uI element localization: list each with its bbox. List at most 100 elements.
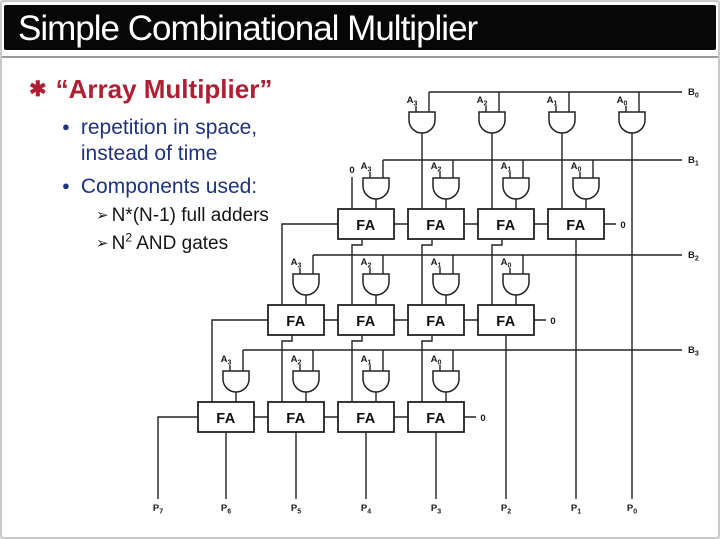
fa-label: FA xyxy=(426,218,446,234)
and-gate xyxy=(618,111,646,134)
subbullet-text: N*(N-1) full adders xyxy=(111,205,269,226)
subbullet-text-pre: N xyxy=(111,233,126,255)
subbullet-full-adders: ➢N*(N-1) full adders xyxy=(96,205,269,227)
a-input-label: A3 xyxy=(221,354,232,367)
fa-cell: FA xyxy=(337,401,395,433)
zero-label: 0 xyxy=(480,413,485,424)
a-input-label: A2 xyxy=(431,161,442,174)
row1-wires xyxy=(415,91,682,499)
bullet-text: repetition in space, instead of time xyxy=(81,115,257,167)
p-output-label: P5 xyxy=(291,503,301,516)
fa-cell: FA xyxy=(407,401,465,433)
p-output-label: P2 xyxy=(501,503,511,516)
b-input-label: B3 xyxy=(688,345,699,358)
fa-label: FA xyxy=(566,218,586,234)
zero-label: 0 xyxy=(349,165,354,176)
fa-cell: FA xyxy=(267,401,325,433)
p-labels: P7 P6 P5 P4 P3 P2 P1 P0 xyxy=(153,503,637,516)
bullet-text: Components used: xyxy=(80,175,258,198)
circle-bullet-icon: ● xyxy=(62,119,70,134)
subbullet-text-post: AND gates xyxy=(132,233,229,255)
a-input-label: A3 xyxy=(291,257,302,270)
fa-cell: FA xyxy=(337,304,395,336)
bullet-components: ●Components used: xyxy=(62,174,342,202)
and-gates xyxy=(222,111,646,393)
fa-cell: FA xyxy=(547,208,605,240)
fa-cell: FA xyxy=(407,304,465,336)
asterisk-bullet-icon: ✱ xyxy=(29,78,47,101)
a-input-label: A1 xyxy=(547,95,558,108)
b-labels: B0 B1 B2 B3 xyxy=(688,87,699,358)
and-gate xyxy=(502,177,530,200)
b-input-label: B1 xyxy=(688,155,699,168)
fa-label: FA xyxy=(356,314,376,330)
arrowhead-bullet-icon: ➢ xyxy=(96,235,109,253)
fa-cell: FA xyxy=(477,304,535,336)
and-gate xyxy=(548,111,576,134)
p-output-label: P6 xyxy=(221,503,231,516)
and-gate xyxy=(362,273,390,296)
p-output-label: P7 xyxy=(153,503,163,516)
bullet-line: instead of time xyxy=(80,142,218,165)
arrowhead-bullet-icon: ➢ xyxy=(96,207,109,224)
heading-array-multiplier: ✱ “Array Multiplier” xyxy=(29,74,349,105)
fa-label: FA xyxy=(426,411,446,427)
and-gate xyxy=(572,177,600,200)
a-input-label: A0 xyxy=(431,354,442,367)
b-input-label: B2 xyxy=(688,250,699,263)
fa-cell: FA xyxy=(267,304,325,336)
a-input-label: A2 xyxy=(291,354,302,367)
fa-cell: FA xyxy=(477,208,535,240)
a-input-label: A1 xyxy=(501,161,512,174)
bullet-line: repetition in space, xyxy=(80,116,258,139)
fa-label: FA xyxy=(356,411,376,427)
full-adders: FA FA FA FA FA FA FA FA FA FA FA FA xyxy=(197,208,605,433)
fa-label: FA xyxy=(426,314,446,330)
and-gate xyxy=(432,370,460,393)
superscript: 2 xyxy=(125,231,132,245)
and-gate xyxy=(292,273,320,296)
zero-constants: 0 0 0 0 xyxy=(349,165,625,424)
zero-label: 0 xyxy=(550,316,555,327)
and-gate xyxy=(362,370,390,393)
title-bar: Simple Combinational Multiplier xyxy=(4,5,716,50)
fa-label: FA xyxy=(496,314,516,330)
fa-label: FA xyxy=(286,411,306,427)
p-output-label: P3 xyxy=(431,503,441,516)
a-input-label: A1 xyxy=(431,257,442,270)
bullet-repetition: ● repetition in space, instead of time xyxy=(62,115,342,167)
a-input-label: A1 xyxy=(361,354,372,367)
diagram-wires xyxy=(157,91,682,499)
fa-label: FA xyxy=(216,411,236,427)
zero-label: 0 xyxy=(620,220,625,231)
and-gate xyxy=(408,111,436,134)
b-input-label: B0 xyxy=(688,87,699,100)
a-input-label: A0 xyxy=(571,161,582,174)
and-gate xyxy=(432,177,460,200)
a-input-label: A3 xyxy=(407,95,418,108)
fa-cell: FA xyxy=(407,208,465,240)
title-divider xyxy=(2,56,718,58)
fa-label: FA xyxy=(496,218,516,234)
a-input-label: A2 xyxy=(477,95,488,108)
and-gate xyxy=(432,273,460,296)
fa-cell: FA xyxy=(197,401,255,433)
p-output-label: P0 xyxy=(627,503,637,516)
a-labels: A3 A2 A1 A0 A3 A2 A1 A0 A3 A2 A1 A0 A3 A… xyxy=(221,95,628,367)
a-input-label: A0 xyxy=(617,95,628,108)
and-gate xyxy=(502,273,530,296)
and-gate xyxy=(362,177,390,200)
row4-wires xyxy=(157,349,682,499)
subbullet-and-gates: ➢N2 AND gates xyxy=(96,231,228,255)
heading-text: “Array Multiplier” xyxy=(55,74,273,104)
row2-wires xyxy=(281,159,682,499)
and-gate xyxy=(222,370,250,393)
row3-wires xyxy=(211,254,682,499)
p-output-label: P1 xyxy=(571,503,581,516)
and-gate xyxy=(478,111,506,134)
a-input-label: A0 xyxy=(501,257,512,270)
slide-title: Simple Combinational Multiplier xyxy=(18,9,478,48)
fa-cell: FA xyxy=(337,208,395,240)
